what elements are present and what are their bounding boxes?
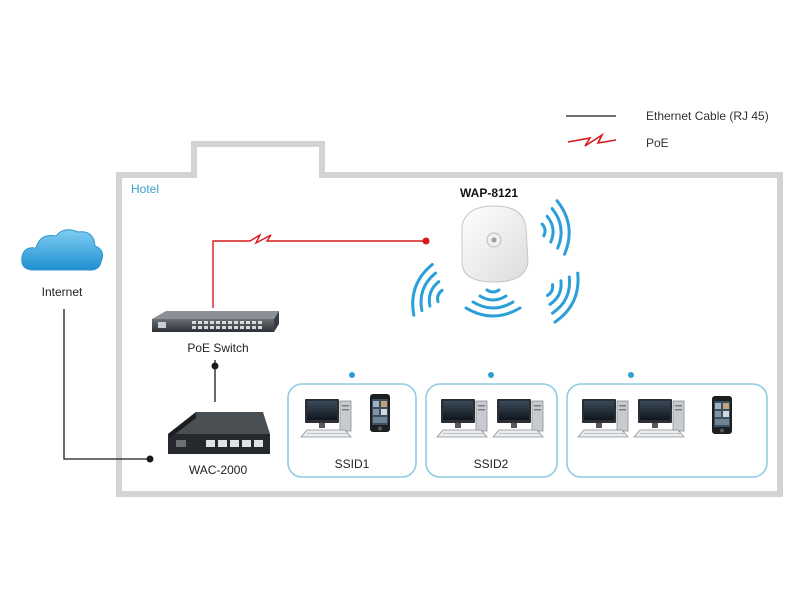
ssid-group-3 bbox=[566, 372, 768, 478]
ssid-group-3-dot bbox=[628, 372, 634, 378]
ssid-group-1-label: SSID1 bbox=[335, 457, 370, 471]
poe-switch-icon bbox=[152, 311, 279, 332]
ssid-group-3-box bbox=[566, 383, 768, 478]
access-point-label: WAP-8121 bbox=[460, 186, 518, 200]
ssid-group-2-box bbox=[425, 383, 558, 478]
internet-label: Internet bbox=[42, 285, 83, 299]
switch-cable-endpoint bbox=[211, 362, 219, 370]
wac-controller-label: WAC-2000 bbox=[189, 463, 248, 477]
ssid-group-1-box bbox=[287, 383, 417, 478]
access-point-icon bbox=[461, 205, 529, 283]
internet-cloud-icon bbox=[21, 229, 103, 271]
ssid-group-1: SSID1 bbox=[287, 372, 417, 478]
ssid-group-1-dot bbox=[349, 372, 355, 378]
legend: Ethernet Cable (RJ 45) PoE bbox=[566, 109, 769, 150]
poe-cable-endpoint bbox=[422, 237, 430, 245]
poe-legend-bolt bbox=[567, 132, 617, 147]
poe-legend-label: PoE bbox=[646, 136, 669, 150]
hotel-building-outline bbox=[116, 141, 783, 497]
ssid-group-2: SSID2 bbox=[425, 372, 558, 478]
internet-ethernet-cable bbox=[63, 309, 149, 460]
ssid-groups: SSID1 SSID2 bbox=[287, 372, 768, 478]
hotel-label: Hotel bbox=[131, 182, 159, 196]
ethernet-legend-label: Ethernet Cable (RJ 45) bbox=[646, 109, 769, 123]
wac-controller-icon bbox=[168, 412, 270, 454]
poe-switch-label: PoE Switch bbox=[187, 341, 248, 355]
internet-cable-endpoint bbox=[146, 455, 154, 463]
ssid-group-2-dot bbox=[488, 372, 494, 378]
ssid-group-2-label: SSID2 bbox=[474, 457, 509, 471]
poe-cable bbox=[212, 233, 425, 308]
